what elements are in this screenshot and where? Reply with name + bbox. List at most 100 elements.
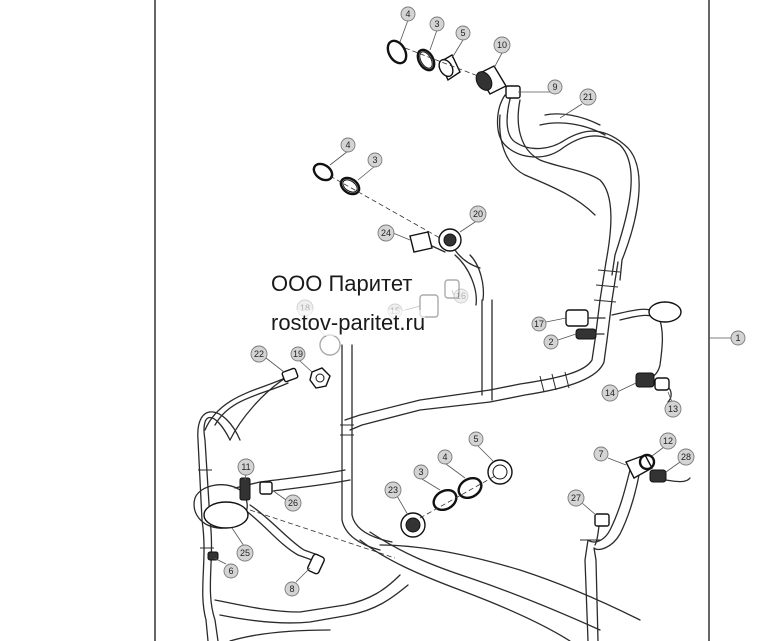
callout-19: 19 — [290, 346, 313, 373]
callout-23: 23 — [384, 481, 409, 516]
callout-27: 27 — [567, 489, 597, 516]
connector-24 — [409, 231, 433, 253]
callout-20: 20 — [459, 205, 487, 233]
svg-text:4: 4 — [345, 140, 350, 150]
ring-3-top — [416, 48, 436, 72]
svg-text:14: 14 — [605, 388, 615, 398]
connector-11 — [239, 477, 251, 501]
svg-text:5: 5 — [460, 28, 465, 38]
connector-16 — [444, 279, 460, 299]
svg-text:11: 11 — [241, 462, 250, 472]
svg-text:12: 12 — [663, 436, 673, 446]
connector-13 — [654, 377, 670, 391]
svg-text:27: 27 — [571, 493, 581, 503]
connector-7 — [625, 454, 653, 479]
watermark-website: rostov-paritet.ru — [271, 310, 426, 336]
callout-16: 16 — [451, 288, 469, 304]
sub-harness-13-14 — [611, 301, 682, 403]
callout-24: 24 — [377, 224, 411, 242]
callout-26: 26 — [271, 489, 302, 512]
svg-text:21: 21 — [583, 92, 593, 102]
callout-13: 13 — [664, 391, 682, 418]
callout-4-top: 4 — [399, 6, 416, 43]
svg-text:28: 28 — [681, 452, 691, 462]
svg-text:13: 13 — [668, 404, 678, 414]
callout-12: 12 — [651, 432, 677, 457]
callout-6: 6 — [213, 557, 239, 579]
callout-22: 22 — [250, 345, 285, 373]
svg-text:18: 18 — [300, 303, 310, 313]
svg-text:4: 4 — [442, 452, 447, 462]
callout-2: 2 — [543, 333, 577, 350]
callout-9: 9 — [518, 79, 563, 95]
ring-4-middle — [312, 162, 334, 182]
seal-5-lower — [487, 459, 513, 485]
svg-text:10: 10 — [497, 40, 507, 50]
svg-text:1: 1 — [735, 333, 740, 343]
lower-middle-parts — [249, 459, 513, 559]
svg-text:7: 7 — [598, 449, 603, 459]
callout-4-middle: 4 — [329, 137, 356, 166]
sub-harness-right — [580, 453, 691, 641]
assembly-axis-left — [249, 509, 396, 559]
grommet-25 — [203, 501, 249, 529]
svg-text:17: 17 — [534, 319, 544, 329]
faded-parts-15-16-18-19-22 — [319, 279, 460, 356]
callout-4-lower: 4 — [437, 449, 466, 479]
connectors-17-2 — [565, 309, 606, 340]
assembly-axis-lower — [419, 475, 496, 519]
svg-text:2: 2 — [548, 337, 553, 347]
connector-2 — [575, 328, 597, 340]
left-connectors — [203, 477, 325, 575]
connector-8 — [307, 553, 325, 575]
callout-11: 11 — [237, 458, 255, 481]
callout-3-middle: 3 — [357, 152, 383, 181]
callout-5-top: 5 — [451, 25, 471, 59]
watermark-company-name: ООО Паритет — [271, 271, 413, 297]
svg-text:3: 3 — [434, 19, 439, 29]
grommet-right — [648, 301, 682, 323]
svg-text:9: 9 — [552, 82, 557, 92]
middle-parts — [281, 162, 481, 389]
main-harness — [193, 91, 641, 641]
svg-text:5: 5 — [473, 434, 478, 444]
top-parts — [386, 39, 521, 99]
callout-10: 10 — [493, 36, 511, 69]
svg-text:8: 8 — [289, 584, 294, 594]
svg-text:22: 22 — [254, 349, 264, 359]
grommet-12 — [638, 453, 656, 471]
ring-4-lower — [457, 476, 483, 500]
assembly-axis-top — [404, 47, 479, 77]
ring-3-lower — [432, 488, 458, 512]
callout-5-lower: 5 — [468, 431, 495, 463]
connector-9 — [505, 85, 521, 99]
svg-text:25: 25 — [240, 548, 250, 558]
svg-text:24: 24 — [381, 228, 391, 238]
svg-text:26: 26 — [288, 498, 298, 508]
clip-6 — [207, 551, 219, 561]
connector-27 — [594, 513, 610, 527]
callout-25: 25 — [231, 527, 254, 562]
svg-text:16: 16 — [456, 291, 466, 301]
plug-18 — [319, 334, 341, 356]
svg-text:23: 23 — [388, 485, 398, 495]
svg-text:19: 19 — [293, 349, 303, 359]
callout-7: 7 — [593, 446, 627, 466]
svg-text:6: 6 — [228, 566, 233, 576]
callout-28: 28 — [665, 448, 695, 473]
svg-text:4: 4 — [405, 9, 410, 19]
callout-3-top: 3 — [429, 16, 445, 51]
nut-19 — [309, 367, 331, 389]
callout-21: 21 — [559, 88, 597, 119]
callout-1: 1 — [730, 330, 746, 346]
connector-14 — [635, 372, 655, 388]
ring-3-middle — [339, 176, 361, 196]
svg-text:3: 3 — [418, 467, 423, 477]
connector-22 — [281, 367, 299, 383]
callout-17: 17 — [531, 316, 567, 332]
connector-17 — [565, 309, 589, 327]
callout-8: 8 — [284, 567, 311, 597]
ring-4-top — [386, 39, 408, 65]
